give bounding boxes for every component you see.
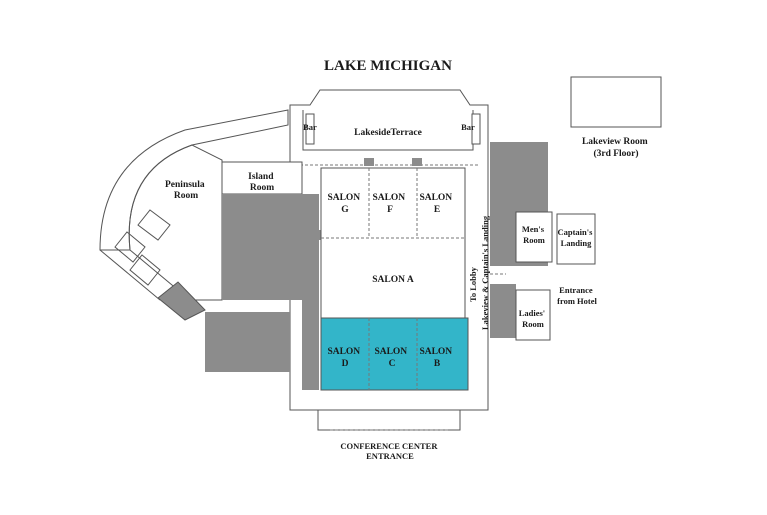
salon-e[interactable] [418,169,464,237]
peninsula-room[interactable] [99,109,289,321]
service-area-right-bottom [490,284,516,338]
corridor-label: Lakeview & Captain's Landing [480,215,490,330]
salon-d-label: SALON D [327,347,362,369]
ladies-room-label: Ladies' Room [519,308,548,329]
service-block [364,158,374,166]
salon-a-label: SALON A [372,275,414,285]
salon-g-label: SALON G [327,193,362,215]
to-lobby-label: To Lobby [468,266,478,302]
captains-landing-label: Captain's Landing [557,227,594,248]
salon-f[interactable] [370,169,416,237]
salon-f-label: SALON F [372,193,407,215]
salon-lower-block [320,317,469,391]
conference-entrance-label: CONFERENCE CENTER ENTRANCE [340,441,439,461]
conference-entrance-doors[interactable] [317,410,461,431]
bar-left-area[interactable] [305,113,315,145]
island-room[interactable] [221,161,303,195]
service-area-lower-left [205,312,290,372]
salon-b-label: SALON B [419,347,454,369]
mens-room-label: Men's Room [522,224,546,245]
mens-room[interactable] [515,211,553,263]
captains-landing[interactable] [556,213,596,265]
service-notch [313,230,321,240]
salon-c-label: SALON C [374,347,409,369]
map-title: LAKE MICHIGAN [324,58,452,74]
salon-g[interactable] [322,169,368,237]
bar-right-area[interactable] [471,113,481,145]
lakeside-terrace-label: LakesideTerrace [354,128,422,138]
service-area-island [222,194,302,300]
lakeview-room-box[interactable] [570,76,662,128]
entrance-hotel-label: Entrance from Hotel [557,285,597,306]
island-room-label: Island Room [248,172,276,193]
bar-right-label: Bar [461,122,475,132]
peninsula-room-label: Peninsula Room [165,180,207,201]
bar-left-label: Bar [303,122,317,132]
salon-e-label: SALON E [419,193,454,215]
service-strip-left [302,194,319,390]
ladies-room[interactable] [515,289,551,341]
lakeview-room-label: Lakeview Room (3rd Floor) [582,137,650,159]
service-block [412,158,422,166]
